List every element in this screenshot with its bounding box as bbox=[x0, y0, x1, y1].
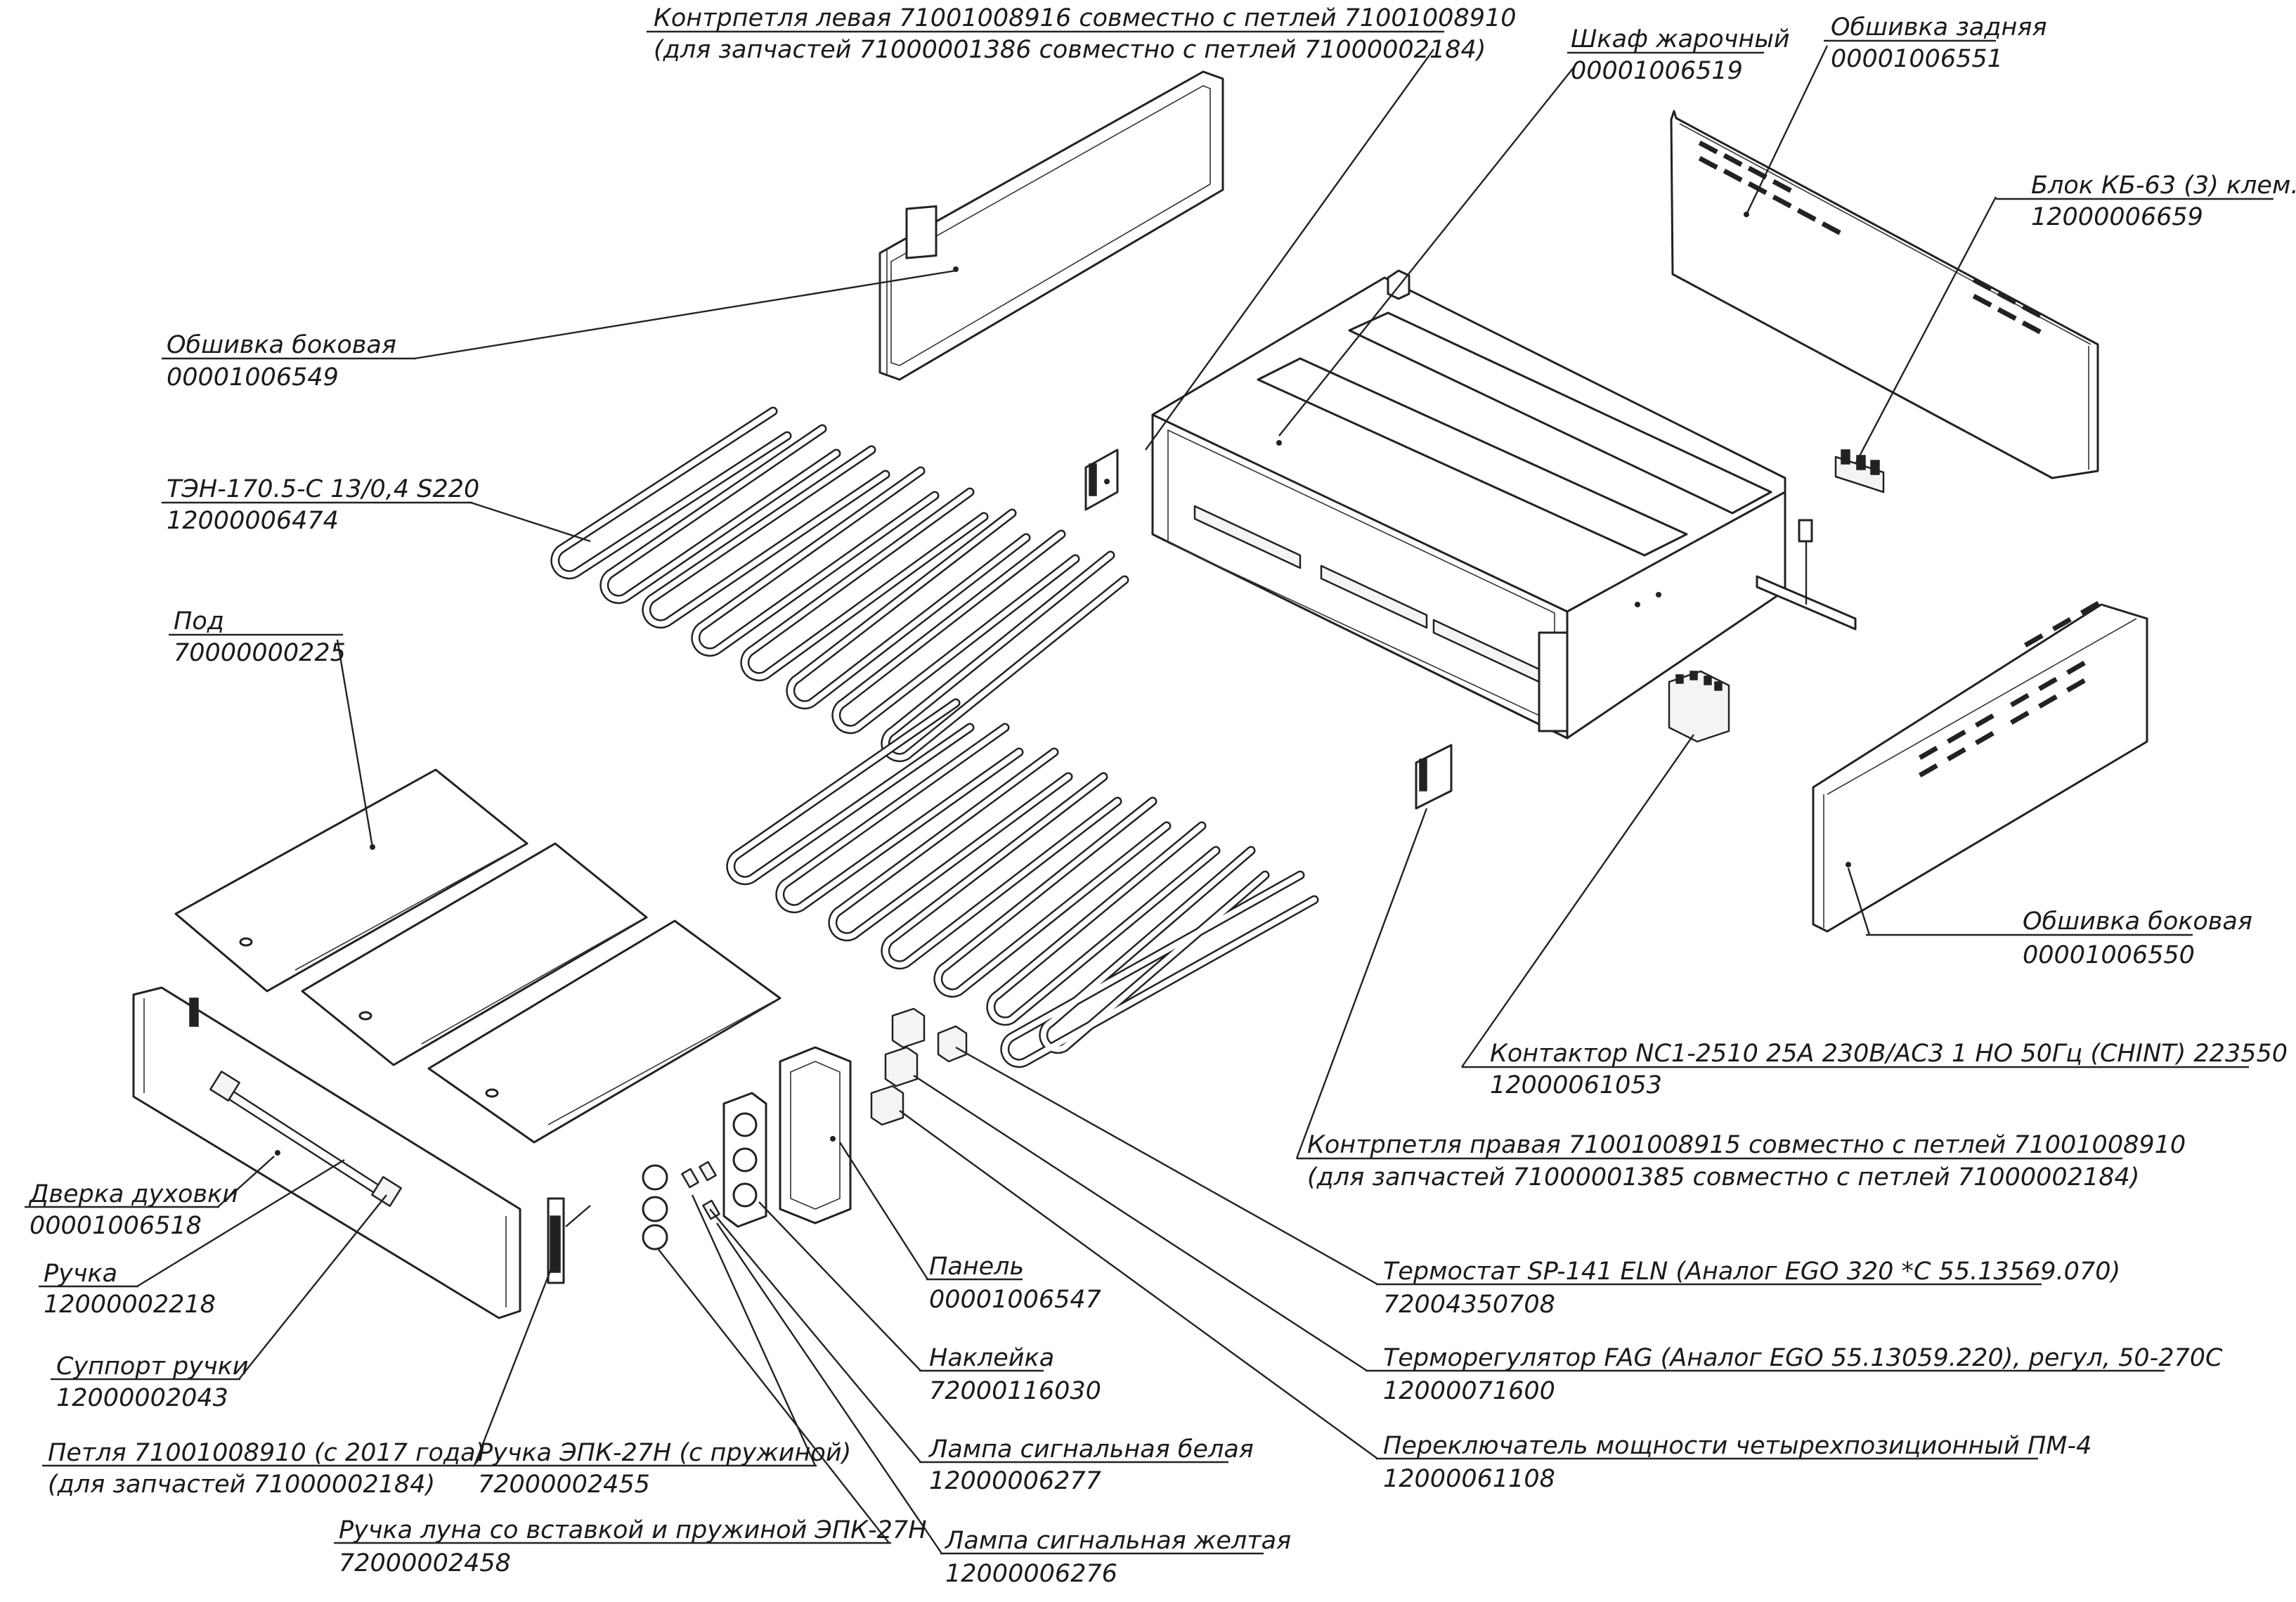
knobs-part bbox=[642, 1161, 720, 1251]
callout-kontrpetlya-pravaya: Контрпетля правая 71001008915 совместно … bbox=[1297, 1131, 2186, 1191]
callout-title: Термостат SP-141 ELN (Аналог EGO 320 *С … bbox=[1383, 1258, 2120, 1286]
callout-title: Под bbox=[174, 607, 224, 635]
callout-title: Лампа сигнальная белая bbox=[928, 1435, 1254, 1464]
callout-title: Шкаф жарочный bbox=[1571, 25, 1790, 53]
side-panel-right-part bbox=[1812, 601, 2148, 933]
callout-number: 12000071600 bbox=[1383, 1377, 1555, 1405]
callout-termoregulyator: Терморегулятор FAG (Аналог EGO 55.13059.… bbox=[1366, 1344, 2223, 1405]
callout-title: Обшивка задняя bbox=[1831, 13, 2047, 41]
callout-ruchka-epk: Ручка ЭПК-27Н (с пружиной) 72000002455 bbox=[472, 1439, 851, 1499]
door-hinge-part bbox=[547, 1197, 591, 1284]
switches-part bbox=[870, 1007, 968, 1126]
callout-title: Петля 71001008910 (с 2017 года) bbox=[48, 1439, 485, 1467]
callout-kontrpetlya-levaya: Контрпетля левая 71001008916 совместно с… bbox=[647, 4, 1517, 64]
counter-hinge-right-part bbox=[1415, 744, 1453, 810]
callout-pereklyuchatel: Переключатель мощности четырехпозиционны… bbox=[1376, 1432, 2091, 1493]
sticker-part bbox=[722, 1092, 767, 1228]
callout-dverka: Дверка духовки 00001006518 bbox=[25, 1180, 238, 1240]
callout-number: 72000002455 bbox=[478, 1471, 650, 1499]
callout-title: Ручка луна со вставкой и пружиной ЭПК-27… bbox=[339, 1516, 927, 1544]
callout-number: 00001006551 bbox=[1831, 45, 2003, 73]
callout-number: 12000006474 bbox=[167, 507, 339, 535]
callout-kontaktor: Контактор NC1-2510 25А 230В/АС3 1 НО 50Г… bbox=[1462, 1040, 2288, 1099]
callout-number: 70000000225 bbox=[174, 639, 346, 667]
hearth-plates-part bbox=[174, 768, 781, 1144]
callout-title: Терморегулятор FAG (Аналог EGO 55.13059.… bbox=[1383, 1344, 2223, 1372]
callout-title: Контактор NC1-2510 25А 230В/АС3 1 НО 50Г… bbox=[1490, 1040, 2288, 1068]
oven-cabinet-part bbox=[1151, 269, 1786, 739]
callout-number: 72004350708 bbox=[1383, 1291, 1555, 1319]
callout-subtitle: (для запчастей 71000001385 совместно с п… bbox=[1307, 1163, 2139, 1191]
callout-title: Переключатель мощности четырехпозиционны… bbox=[1383, 1432, 2091, 1460]
callout-number: 00001006518 bbox=[30, 1212, 202, 1240]
bracket-part bbox=[1756, 519, 1857, 631]
callout-title: Ручка ЭПК-27Н (с пружиной) bbox=[478, 1439, 851, 1467]
callout-obshivka-bokovaya-right: Обшивка боковая 00001006550 bbox=[1866, 907, 2252, 969]
oven-door-part bbox=[132, 986, 521, 1319]
leader-lines bbox=[136, 45, 1997, 1554]
callout-subtitle: (для запчастей 71000002184) bbox=[48, 1471, 435, 1499]
callout-number: 12000002218 bbox=[44, 1291, 216, 1319]
callout-lampa-zheltaya: Лампа сигнальная желтая 12000006276 bbox=[940, 1527, 1291, 1588]
callout-title: Ручка bbox=[44, 1260, 117, 1288]
callout-number: 00001006519 bbox=[1571, 57, 1743, 85]
callout-title: ТЭН-170.5-С 13/0,4 S220 bbox=[167, 475, 479, 503]
callout-number: 00001006547 bbox=[929, 1286, 1101, 1314]
callout-title: Контрпетля левая 71001008916 совместно с… bbox=[654, 4, 1517, 32]
callout-number: 12000006276 bbox=[945, 1560, 1117, 1588]
callout-number: 12000006659 bbox=[2031, 203, 2203, 231]
control-panel-part bbox=[779, 1046, 852, 1225]
callout-ten: ТЭН-170.5-С 13/0,4 S220 12000006474 bbox=[162, 475, 479, 535]
callout-title: Обшивка боковая bbox=[2023, 907, 2252, 936]
callout-title: Лампа сигнальная желтая bbox=[944, 1527, 1291, 1555]
callout-number: 12000006277 bbox=[929, 1467, 1101, 1495]
callout-blok-kb63: Блок КБ-63 (3) клем. 12000006659 bbox=[1996, 172, 2296, 231]
callout-number: 00001006549 bbox=[167, 363, 339, 392]
callout-title: Обшивка боковая bbox=[167, 331, 396, 359]
callout-number: 00001006550 bbox=[2023, 941, 2195, 969]
heating-elements-upper-part bbox=[550, 406, 1129, 763]
callout-title: Панель bbox=[929, 1253, 1024, 1281]
callout-lampa-belaya: Лампа сигнальная белая 12000006277 bbox=[919, 1435, 1254, 1495]
callout-shkaf-zharochnyi: Шкаф жарочный 00001006519 bbox=[1567, 25, 1790, 85]
callout-obshivka-zadnyaya: Обшивка задняя 00001006551 bbox=[1824, 13, 2047, 73]
back-panel-part bbox=[1670, 110, 2099, 479]
callout-number: 72000116030 bbox=[929, 1377, 1101, 1405]
callout-pod: Под 70000000225 bbox=[169, 607, 346, 667]
callout-ruchka: Ручка 12000002218 bbox=[39, 1260, 216, 1319]
side-panel-left-part bbox=[878, 70, 1224, 381]
callout-nakleika: Наклейка 72000116030 bbox=[919, 1344, 1101, 1405]
callout-support: Суппорт ручки 12000002043 bbox=[51, 1352, 249, 1412]
counter-hinge-left-part bbox=[1084, 448, 1119, 511]
callout-ruchka-luna: Ручка луна со вставкой и пружиной ЭПК-27… bbox=[334, 1516, 927, 1577]
callout-title: Блок КБ-63 (3) клем. bbox=[2031, 172, 2296, 200]
callout-panel: Панель 00001006547 bbox=[926, 1253, 1101, 1314]
terminal-block-part bbox=[1834, 449, 1885, 493]
callout-title: Дверка духовки bbox=[28, 1180, 238, 1208]
callout-title: Контрпетля правая 71001008915 совместно … bbox=[1307, 1131, 2186, 1159]
callout-number: 12000002043 bbox=[56, 1384, 228, 1412]
heating-elements-lower-part bbox=[726, 698, 1319, 1068]
callout-number: 72000002458 bbox=[339, 1549, 511, 1577]
callout-title: Суппорт ручки bbox=[56, 1352, 249, 1381]
callout-number: 12000061053 bbox=[1490, 1071, 1662, 1099]
callout-number: 12000061108 bbox=[1383, 1465, 1555, 1493]
callout-petlya: Петля 71001008910 (с 2017 года) (для зап… bbox=[42, 1439, 485, 1499]
callout-title: Наклейка bbox=[929, 1344, 1054, 1372]
callout-obshivka-bokovaya-left: Обшивка боковая 00001006549 bbox=[162, 331, 416, 392]
contactor-part bbox=[1668, 670, 1730, 743]
callout-subtitle: (для запчастей 71000001386 совместно с п… bbox=[654, 36, 1486, 64]
callout-termostat: Термостат SP-141 ELN (Аналог EGO 320 *С … bbox=[1376, 1258, 2120, 1319]
